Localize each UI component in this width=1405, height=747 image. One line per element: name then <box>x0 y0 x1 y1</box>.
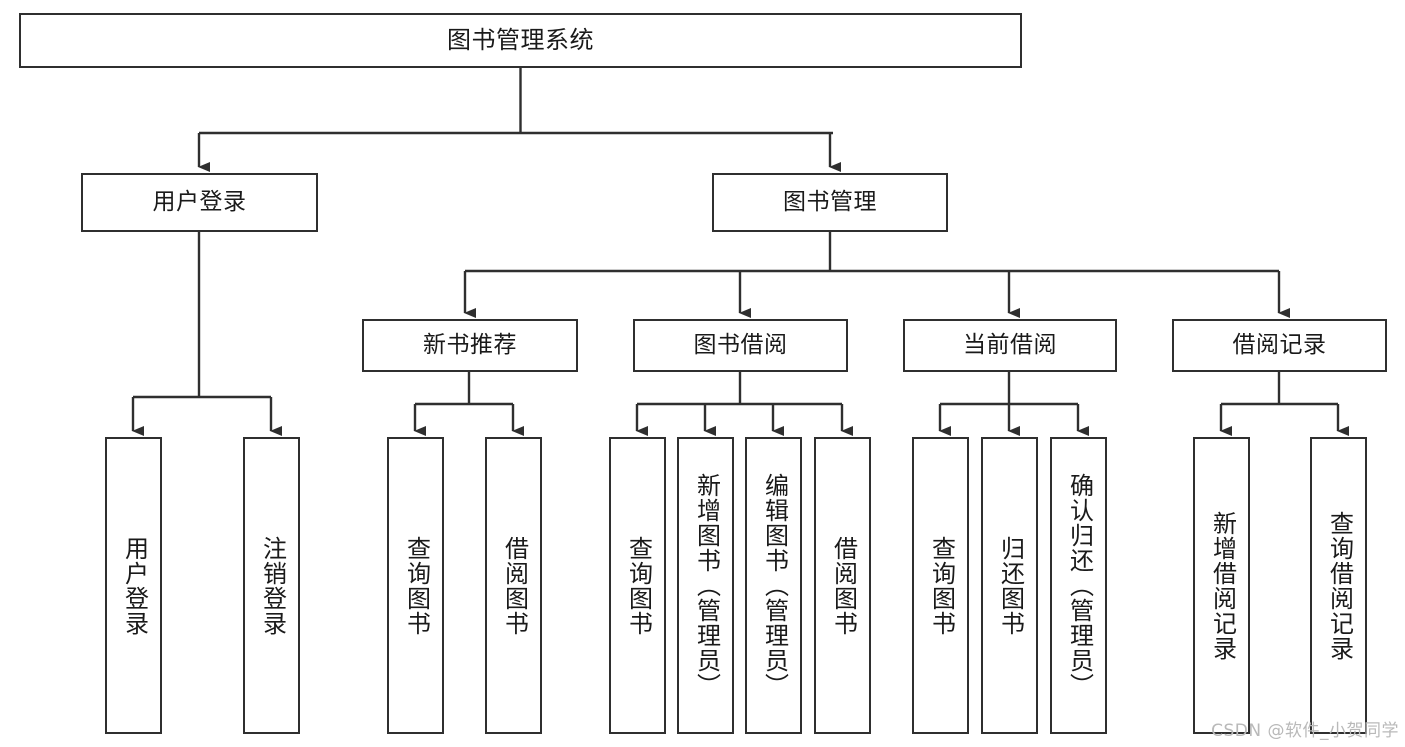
node-leaf-logout-login[interactable]: 注销登录 <box>243 437 300 734</box>
node-leaf-query-book-2[interactable]: 查询图书 <box>609 437 666 734</box>
node-book-borrow-label: 图书借阅 <box>693 331 788 358</box>
node-leaf-confirm-return[interactable]: 确认归还（管理员） <box>1050 437 1107 734</box>
node-leaf-query-book-3-label: 查询图书 <box>927 535 956 636</box>
node-leaf-query-book-1-label: 查询图书 <box>402 535 431 636</box>
node-leaf-borrow-book-1-label: 借阅图书 <box>500 535 529 636</box>
node-leaf-add-book[interactable]: 新增图书（管理员） <box>677 437 734 734</box>
node-leaf-user-login-label: 用户登录 <box>120 535 149 636</box>
node-root[interactable]: 图书管理系统 <box>19 13 1022 68</box>
node-leaf-borrow-book-2-label: 借阅图书 <box>829 535 858 636</box>
csdn-watermark: CSDN @软件_小贺同学 <box>1211 721 1399 741</box>
node-leaf-logout-login-label: 注销登录 <box>258 535 287 636</box>
node-leaf-query-record[interactable]: 查询借阅记录 <box>1310 437 1367 734</box>
node-leaf-add-book-label: 新增图书（管理员） <box>692 473 721 698</box>
node-leaf-edit-book-label: 编辑图书（管理员） <box>760 473 789 698</box>
node-leaf-return-book[interactable]: 归还图书 <box>981 437 1038 734</box>
node-book-manage-label: 图书管理 <box>783 188 877 215</box>
node-leaf-query-book-3[interactable]: 查询图书 <box>912 437 969 734</box>
node-book-manage[interactable]: 图书管理 <box>712 173 948 232</box>
node-new-book-recommend-label: 新书推荐 <box>423 331 517 358</box>
node-current-borrow[interactable]: 当前借阅 <box>903 319 1117 372</box>
node-new-book-recommend[interactable]: 新书推荐 <box>362 319 578 372</box>
node-leaf-query-book-1[interactable]: 查询图书 <box>387 437 444 734</box>
node-borrow-record-label: 借阅记录 <box>1232 331 1327 358</box>
node-leaf-confirm-return-label: 确认归还（管理员） <box>1065 473 1094 698</box>
node-user-login-label: 用户登录 <box>152 188 247 215</box>
node-book-borrow[interactable]: 图书借阅 <box>633 319 848 372</box>
node-leaf-add-record[interactable]: 新增借阅记录 <box>1193 437 1250 734</box>
node-leaf-user-login[interactable]: 用户登录 <box>105 437 162 734</box>
node-leaf-query-book-2-label: 查询图书 <box>624 535 653 636</box>
node-current-borrow-label: 当前借阅 <box>963 331 1057 358</box>
node-leaf-borrow-book-1[interactable]: 借阅图书 <box>485 437 542 734</box>
node-leaf-query-record-label: 查询借阅记录 <box>1325 510 1354 661</box>
node-leaf-borrow-book-2[interactable]: 借阅图书 <box>814 437 871 734</box>
node-user-login[interactable]: 用户登录 <box>81 173 318 232</box>
node-leaf-return-book-label: 归还图书 <box>996 535 1025 636</box>
node-root-label: 图书管理系统 <box>447 26 594 55</box>
node-leaf-add-record-label: 新增借阅记录 <box>1208 510 1237 661</box>
node-leaf-edit-book[interactable]: 编辑图书（管理员） <box>745 437 802 734</box>
node-borrow-record[interactable]: 借阅记录 <box>1172 319 1387 372</box>
